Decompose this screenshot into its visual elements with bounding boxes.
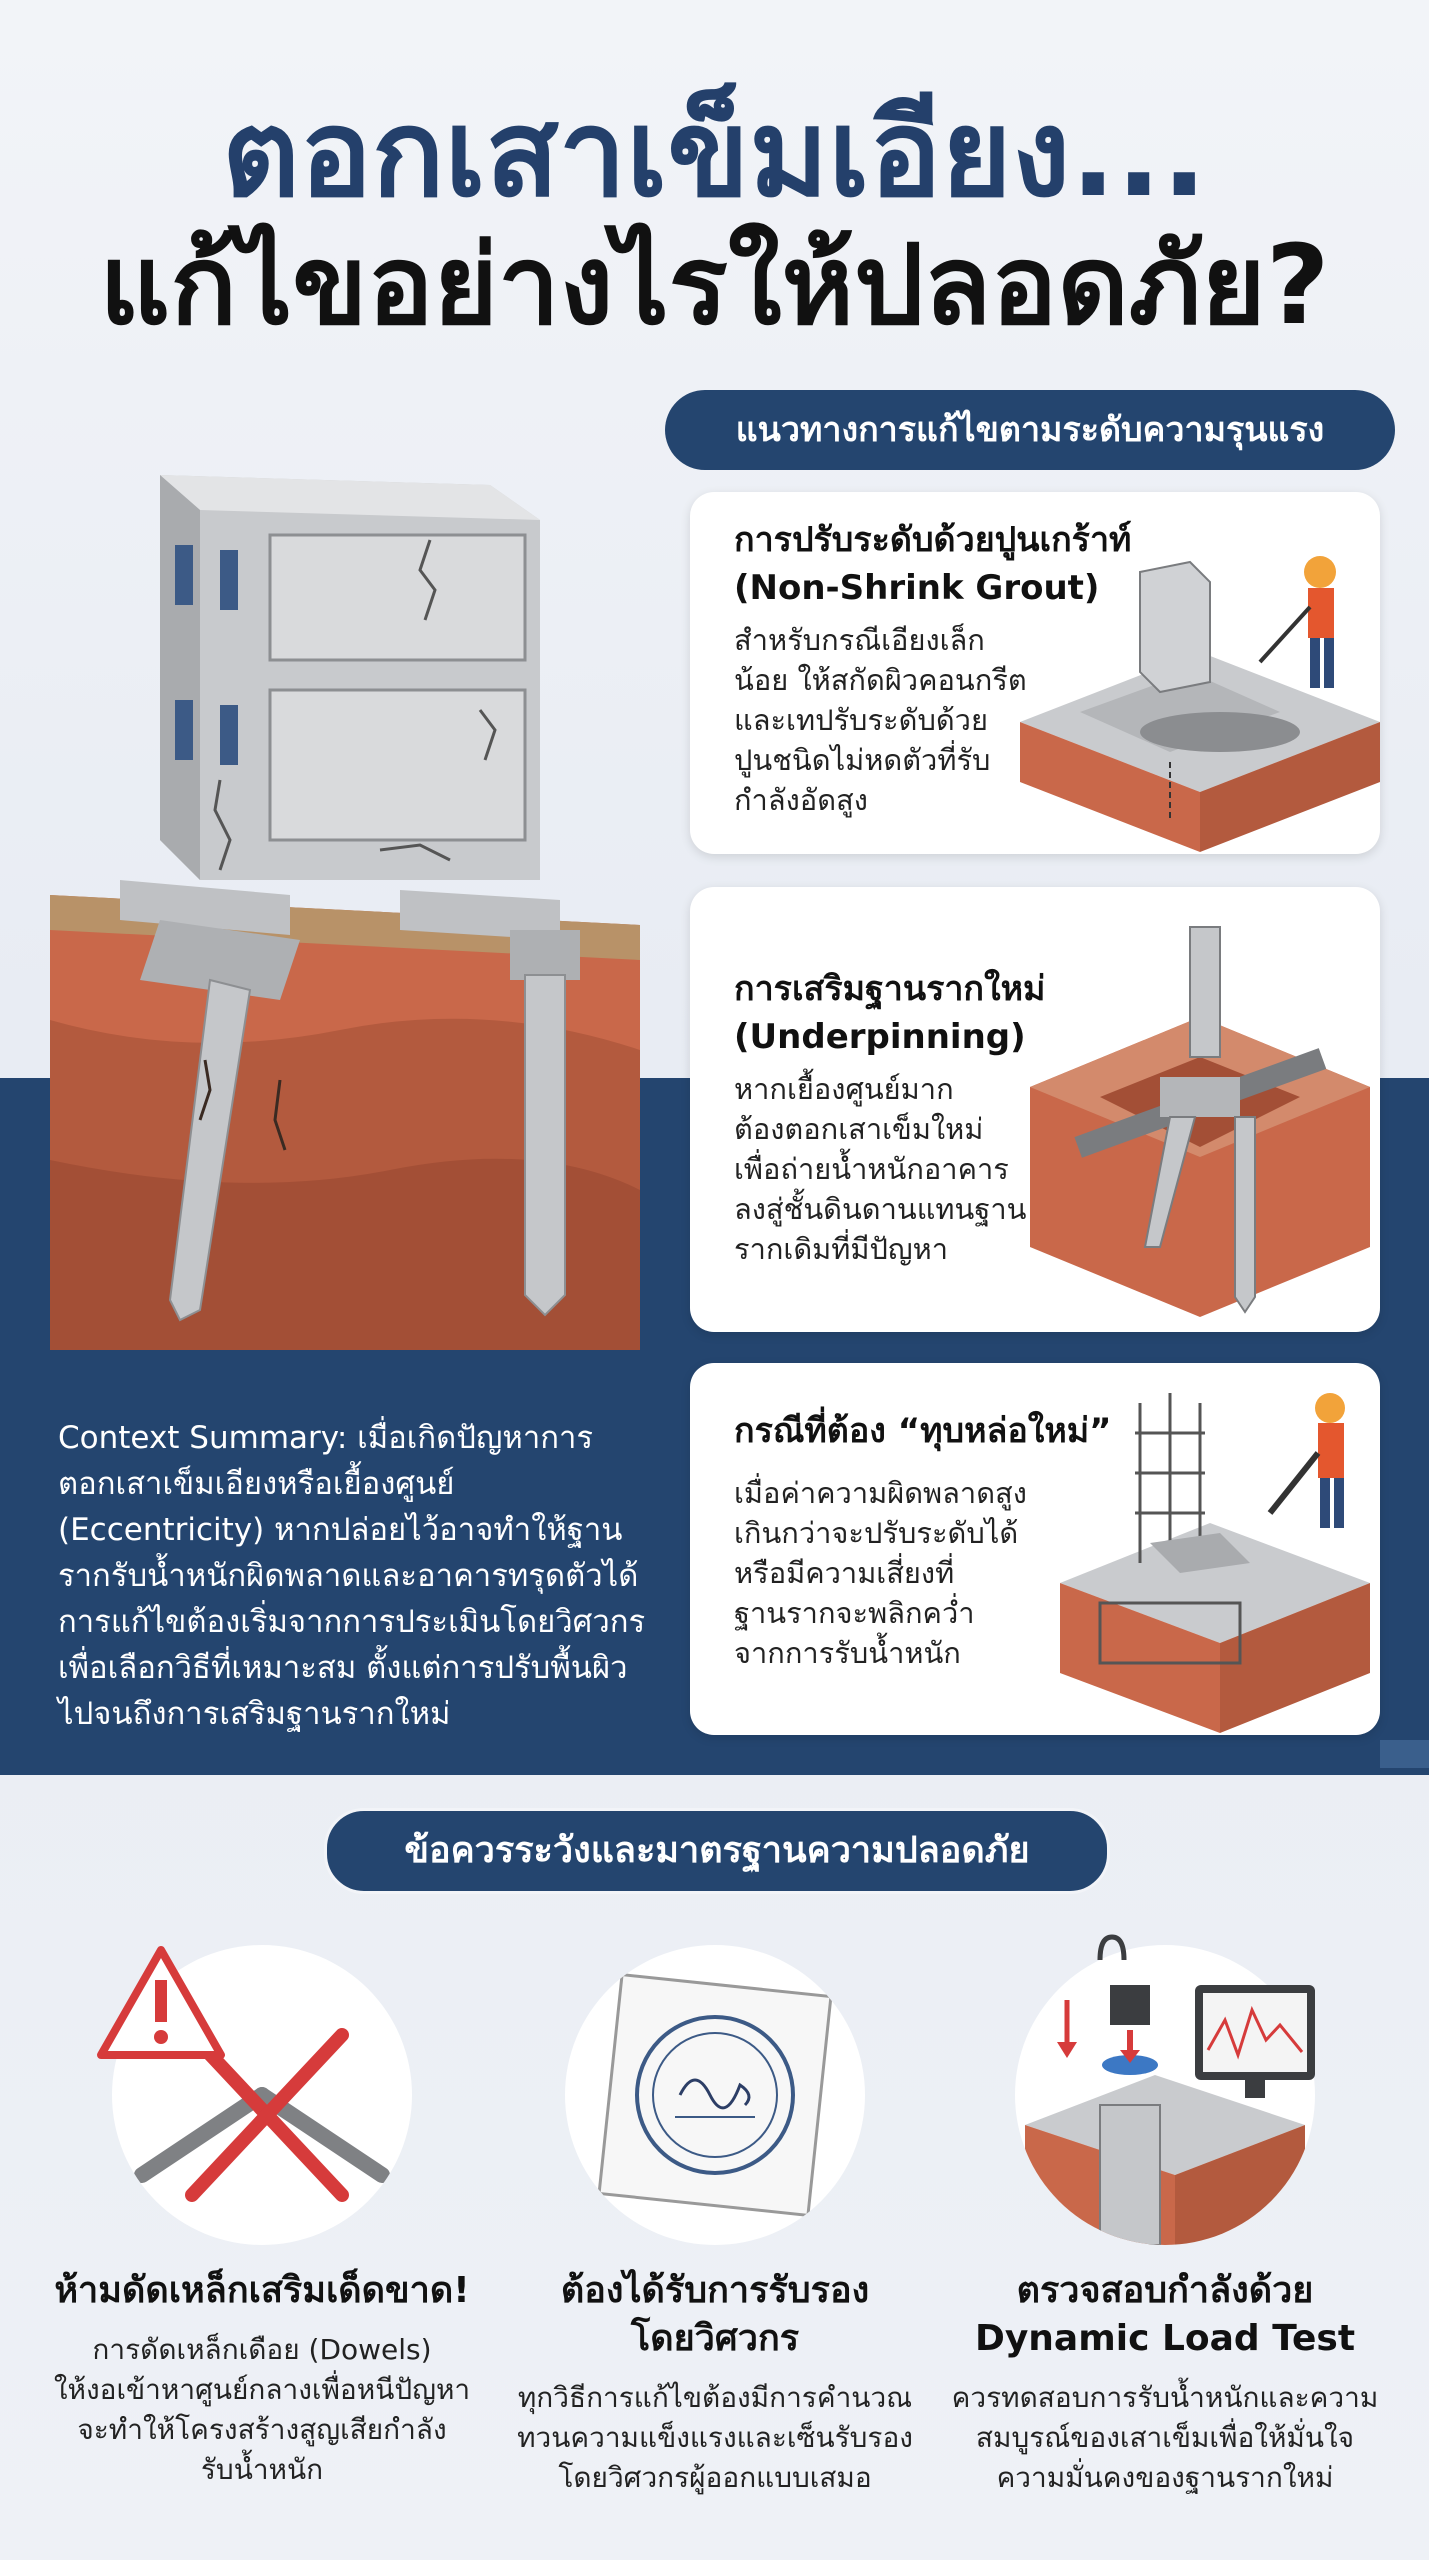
safety-title: Dynamic Load Test <box>974 2318 1356 2359</box>
safety-body-line: ควรทดสอบการรับน้ำหนักและความ <box>951 2381 1379 2414</box>
safety-body-line: จะทำให้โครงสร้างสูญเสียกำลัง <box>77 2413 447 2446</box>
safety-body-line: ทวนความแข็งแรงและเซ็นรับรอง <box>517 2421 913 2454</box>
warning-triangle-icon <box>97 1946 225 2059</box>
safety-title: โดยวิศวกร <box>630 2318 800 2359</box>
safety-body-line: การดัดเหล็กเดือย (Dowels) <box>92 2333 432 2366</box>
solution-card-recast: กรณีที่ต้อง “ทุบหล่อใหม่” เมื่อค่าความผิ… <box>690 1363 1380 1735</box>
card-title-en: (Underpinning) <box>734 1017 1026 1057</box>
safety-body-line: ความมั่นคงของฐานรากใหม่ <box>996 2461 1334 2494</box>
summary-line: ไปจนถึงการเสริมฐานรากใหม่ <box>58 1696 451 1732</box>
card-body-line: ต้องตอกเสาเข็มใหม่ <box>734 1112 984 1146</box>
summary-line: (Eccentricity) หากปล่อยไว้อาจทำให้ฐาน <box>58 1512 623 1548</box>
card-body-line: ลงสู่ชั้นดินดานแทนฐาน <box>734 1192 1027 1226</box>
card-body-line: เกินกว่าจะปรับระดับได้ <box>734 1516 1019 1550</box>
weight-icon <box>1097 1934 1127 1961</box>
recast-illustration <box>1060 1393 1370 1733</box>
monitor-chart-icon <box>1195 1985 1315 2098</box>
tilted-pile-building-illustration <box>50 475 640 1350</box>
card-title-th: การปรับระดับด้วยปูนเกร้าท์ <box>734 520 1132 560</box>
card-title-en: (Non-Shrink Grout) <box>734 568 1100 608</box>
safety-title: ต้องได้รับการรับรอง <box>560 2270 870 2311</box>
band-strip <box>1380 1740 1429 1768</box>
card-body-line: ฐานรากจะพลิกคว่ำ <box>734 1596 975 1630</box>
title-line-2: แก้ไขอย่างไรให้ปลอดภัย? <box>99 221 1330 349</box>
title-line-1: ตอกเสาเข็มเอียง... <box>221 85 1208 224</box>
summary-line: การแก้ไขต้องเริ่มจากการประเมินโดยวิศวกร <box>58 1604 646 1640</box>
safety-heading: ข้อควรระวังและมาตรฐานความปลอดภัย <box>324 1808 1110 1894</box>
safety-title: ตรวจสอบกำลังด้วย <box>1016 2270 1314 2311</box>
solution-card-underpinning: การเสริมฐานรากใหม่ (Underpinning) หากเยื… <box>690 887 1380 1332</box>
card-body-line: กำลังอัดสูง <box>734 783 868 817</box>
solution-card-grout: การปรับระดับด้วยปูนเกร้าท์ (Non-Shrink G… <box>690 492 1380 854</box>
card-body-line: สำหรับกรณีเอียงเล็ก <box>734 623 985 657</box>
summary-line: Context Summary: เมื่อเกิดปัญหาการ <box>58 1420 594 1456</box>
context-summary: Context Summary: เมื่อเกิดปัญหาการ ตอกเส… <box>58 1415 648 1737</box>
card-body-line: หากเยื้องศูนย์มาก <box>734 1072 954 1106</box>
card-title-th: การเสริมฐานรากใหม่ <box>734 969 1046 1009</box>
safety-icon-circle-certificate <box>565 1945 865 2245</box>
safety-body-line: รับน้ำหนัก <box>200 2453 324 2486</box>
grout-worker-illustration <box>1020 556 1380 852</box>
safety-body-line: ทุกวิธีการแก้ไขต้องมีการคำนวณ <box>517 2381 913 2414</box>
card-body-line: ปูนชนิดไม่หดตัวที่รับ <box>734 743 991 777</box>
safety-body-line: ให้งอเข้าหาศูนย์กลางเพื่อหนีปัญหา <box>53 2373 471 2406</box>
card-title-th: กรณีที่ต้อง “ทุบหล่อใหม่” <box>734 1411 1112 1451</box>
card-body-line: เมื่อค่าความผิดพลาดสูง <box>734 1476 1027 1510</box>
card-body-line: และเทปรับระดับด้วย <box>734 703 988 737</box>
summary-line: เพื่อเลือกวิธีที่เหมาะสม ตั้งแต่การปรับพ… <box>58 1650 628 1686</box>
safety-body-line: โดยวิศวกรผู้ออกแบบเสมอ <box>558 2461 872 2494</box>
engineer-stamp-icon <box>597 1972 833 2218</box>
underpinning-illustration <box>1030 926 1370 1317</box>
card-body-line: จากการรับน้ำหนัก <box>734 1636 961 1670</box>
solutions-heading: แนวทางการแก้ไขตามระดับความรุนแรง <box>665 390 1395 470</box>
card-body-line: หรือมีความเสี่ยงที่ <box>734 1556 955 1590</box>
summary-line: ตอกเสาเข็มเอียงหรือเยื้องศูนย์ <box>58 1466 455 1502</box>
down-arrow-icon <box>1057 2000 1077 2058</box>
safety-title: ห้ามดัดเหล็กเสริมเด็ดขาด! <box>54 2270 470 2311</box>
card-body-line: รากเดิมที่มีปัญหา <box>734 1232 949 1266</box>
card-body-line: เพื่อถ่ายน้ำหนักอาคาร <box>734 1152 1009 1186</box>
summary-line: รากรับน้ำหนักผิดพลาดและอาคารทรุดตัวได้ <box>58 1558 639 1594</box>
no-bending-rebar-icon <box>134 2028 390 2202</box>
safety-body-line: สมบูรณ์ของเสาเข็มเพื่อให้มั่นใจ <box>975 2421 1355 2454</box>
card-body-line: น้อย ให้สกัดผิวคอนกรีต <box>734 663 1027 697</box>
